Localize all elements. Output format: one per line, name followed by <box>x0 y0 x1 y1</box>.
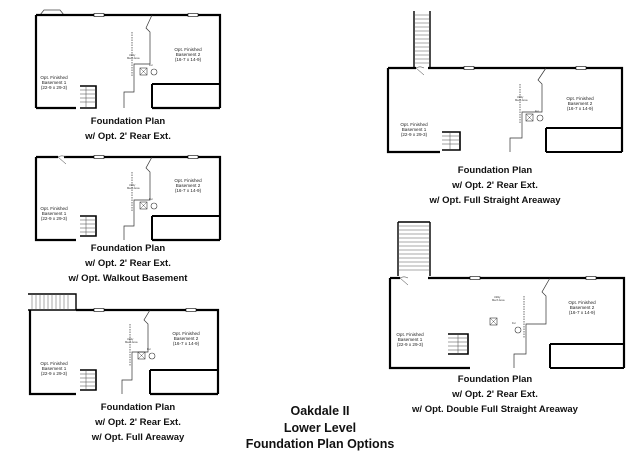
basement2-label: Basement 2 <box>176 52 201 57</box>
basement1-label: Opt. Finished <box>400 122 428 127</box>
utility-sub-label: Mech Area <box>127 186 140 190</box>
stair-icon <box>442 131 461 151</box>
foundation-plan-2: Fur Utility Mech Area Opt. Finished Base… <box>34 155 222 242</box>
basement1-dims: (22-9 x 29-3) <box>41 216 68 221</box>
basement1-label: Opt. Finished <box>40 206 68 211</box>
basement2-dims: (16-7 x 14-9) <box>175 57 202 62</box>
plan-3-caption: Foundation Plan w/ Opt. 2' Rear Ext. w/ … <box>91 402 185 443</box>
sheet-subtitle: Foundation Plan Options <box>245 437 395 451</box>
plan-1-caption: Foundation Plan w/ Opt. 2' Rear Ext. <box>85 116 171 142</box>
stair-icon <box>448 333 469 355</box>
stair-icon <box>80 85 97 109</box>
equipment-label: Fur <box>149 197 153 201</box>
utility-sub-label: Mech Area <box>515 98 528 102</box>
basement1-label: Basement 1 <box>42 80 67 85</box>
basement2-label: Basement 2 <box>568 101 593 106</box>
basement2-dims: (16-7 x 14-9) <box>175 188 202 193</box>
level-name: Lower Level <box>283 420 357 435</box>
plan-2-caption: Foundation Plan w/ Opt. 2' Rear Ext. w/ … <box>68 243 188 284</box>
utility-label: Utility <box>129 53 136 57</box>
basement2-label: Opt. Finished <box>566 96 594 101</box>
basement1-label: Opt. Finished <box>396 332 424 337</box>
utility-label: Utility <box>127 337 134 341</box>
foundation-plan-4: Fur Utility Mech Area Opt. Finished Base… <box>386 11 624 154</box>
basement2-label: Opt. Finished <box>568 300 596 305</box>
basement2-label: Opt. Finished <box>172 331 200 336</box>
basement1-label: Basement 1 <box>42 366 67 371</box>
utility-sub-label: Mech Area <box>125 340 138 344</box>
foundation-plan-1: Fur Utility Mech Area Opt. Finished Base… <box>34 9 222 110</box>
basement2-label: Basement 2 <box>570 305 595 310</box>
basement1-label: Basement 1 <box>398 337 423 342</box>
basement2-dims: (16-7 x 14-9) <box>173 341 200 346</box>
basement2-label: Opt. Finished <box>174 47 202 52</box>
stair-icon <box>80 215 97 237</box>
plan-5-caption: Foundation Plan w/ Opt. 2' Rear Ext. w/ … <box>412 374 578 415</box>
basement2-label: Basement 2 <box>174 336 199 341</box>
basement2-label: Basement 2 <box>176 183 201 188</box>
basement1-label: Basement 1 <box>42 211 67 216</box>
equipment-label: Fur <box>149 63 153 67</box>
utility-label: Utility <box>494 295 501 299</box>
utility-label: Utility <box>517 95 524 99</box>
basement1-dims: (22-9 x 29-3) <box>397 342 424 347</box>
sheet-title: Oakdale II Lower Level Foundation Plan O… <box>220 403 420 453</box>
areaway-stair-icon <box>397 221 431 276</box>
plan-4-caption: Foundation Plan w/ Opt. 2' Rear Ext. w/ … <box>429 165 561 206</box>
equipment-label: Fur <box>535 109 539 113</box>
utility-sub-label: Mech Area <box>127 56 140 60</box>
equipment-label: Fur <box>512 321 516 325</box>
utility-label: Utility <box>129 183 136 187</box>
basement2-dims: (16-7 x 14-9) <box>567 106 594 111</box>
utility-sub-label: Mech Area <box>492 298 505 302</box>
basement1-dims: (22-9 x 29-3) <box>401 132 428 137</box>
stair-icon <box>80 369 97 391</box>
model-name: Oakdale II <box>290 404 350 418</box>
basement1-label: Basement 1 <box>402 127 427 132</box>
basement2-dims: (16-7 x 14-9) <box>569 310 596 315</box>
basement1-label: Opt. Finished <box>40 75 68 80</box>
basement1-dims: (22-9 x 29-3) <box>41 85 68 90</box>
areaway-stair-icon <box>413 11 431 68</box>
foundation-plan-3: Fur Utility Mech Area Opt. Finished Base… <box>28 293 220 396</box>
equipment-label: Fur <box>147 347 151 351</box>
basement1-dims: (22-9 x 29-3) <box>41 371 68 376</box>
basement2-label: Opt. Finished <box>174 178 202 183</box>
foundation-plan-5: Fur Utility Mech Area Opt. Finished Base… <box>388 221 626 370</box>
areaway-stair-icon <box>28 293 77 311</box>
basement1-label: Opt. Finished <box>40 361 68 366</box>
